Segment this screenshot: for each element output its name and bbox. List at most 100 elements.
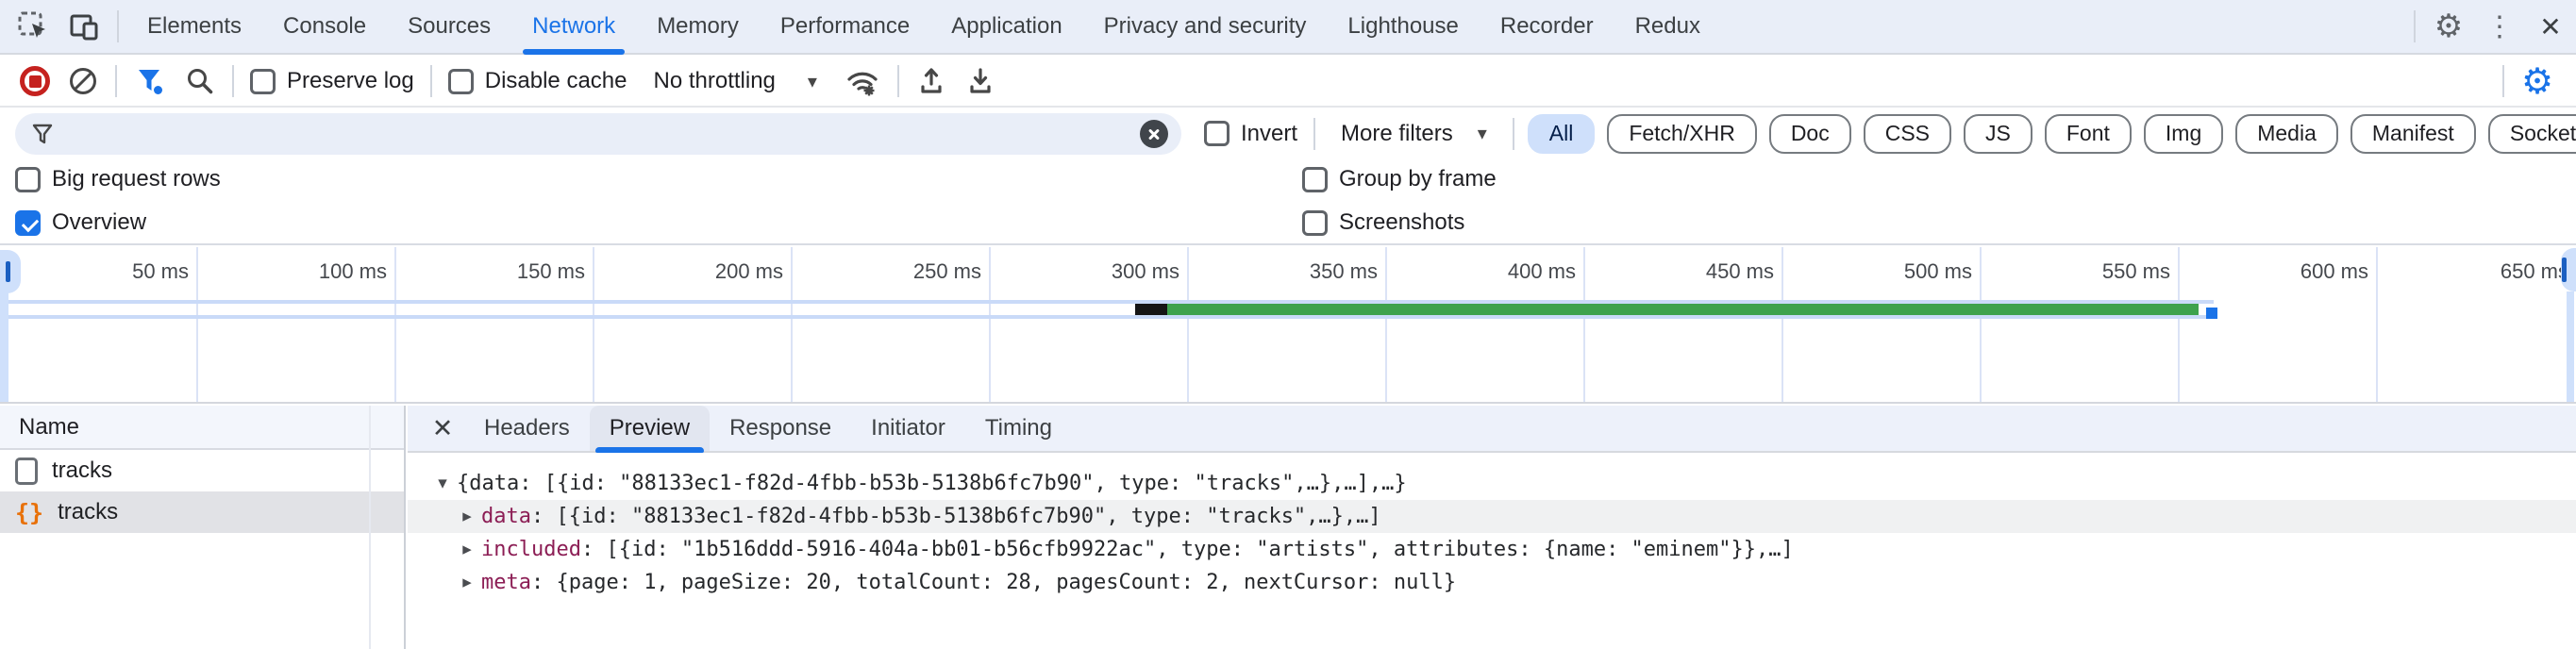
divider (896, 65, 899, 97)
detail-tab-headers[interactable]: Headers (484, 415, 570, 441)
table-row-selected[interactable]: {} tracks (0, 491, 404, 533)
name-column-header[interactable]: Name (0, 406, 404, 450)
filter-input[interactable] (66, 120, 1140, 147)
disable-cache-checkbox[interactable]: Disable cache (447, 68, 627, 94)
close-devtools-icon[interactable]: ✕ (2539, 11, 2562, 42)
tick-label: 250 ms (793, 247, 991, 402)
chip-media[interactable]: Media (2235, 113, 2338, 154)
selection-band-bottom (0, 315, 2214, 319)
request-name: tracks (58, 499, 119, 524)
checkbox-unchecked[interactable] (1204, 121, 1229, 146)
clear-filter-icon[interactable] (1140, 119, 1168, 148)
tree-row-root[interactable]: ▾{data: [{id: "88133ec1-f82d-4fbb-b53b-5… (408, 467, 2576, 500)
tab-performance[interactable]: Performance (779, 13, 911, 39)
big-request-rows-label: Big request rows (52, 166, 221, 191)
chip-socket[interactable]: Socket (2487, 113, 2576, 154)
filter-toggle-button[interactable] (133, 64, 167, 98)
network-bottom-split: Name tracks {} tracks ✕ Headers Preview … (0, 406, 2576, 649)
table-row[interactable]: tracks (0, 450, 404, 491)
network-toolbar: Preserve log Disable cache No throttling… (0, 57, 2576, 108)
tick-label: 200 ms (594, 247, 793, 402)
tab-console[interactable]: Console (283, 13, 367, 39)
network-settings-gear-icon[interactable]: ⚙ (2520, 61, 2554, 102)
tab-elements[interactable]: Elements (147, 13, 243, 39)
tick-label: 650 ms (2500, 259, 2568, 283)
chip-js[interactable]: JS (1964, 113, 2032, 154)
divider (2502, 65, 2504, 97)
request-bar-black-segment (1135, 304, 1167, 315)
triangle-collapsed-icon[interactable]: ▸ (462, 573, 472, 592)
more-filters-label: More filters (1341, 120, 1453, 146)
clear-network-log-button[interactable] (67, 65, 99, 97)
preserve-log-checkbox[interactable]: Preserve log (250, 68, 414, 94)
chip-font[interactable]: Font (2044, 113, 2132, 154)
tab-redux[interactable]: Redux (1634, 13, 1700, 39)
window-left-drag-handle[interactable] (0, 250, 21, 293)
har-export-icon[interactable] (964, 65, 996, 97)
checkbox-unchecked[interactable] (250, 68, 276, 94)
chip-css[interactable]: CSS (1863, 113, 1952, 154)
tree-row-meta[interactable]: ▸ meta: {page: 1, pageSize: 20, totalCoun… (408, 566, 2576, 599)
chip-all[interactable]: All (1527, 113, 1596, 154)
triangle-collapsed-icon[interactable]: ▸ (462, 540, 472, 559)
settings-gear-icon[interactable]: ⚙ (2434, 8, 2464, 44)
chip-img[interactable]: Img (2143, 113, 2224, 154)
big-request-rows-checkbox[interactable] (15, 166, 41, 192)
screenshots-checkbox[interactable] (1302, 209, 1328, 236)
tree-row-included[interactable]: ▸included: [{id: "1b516ddd-5916-404a-bb0… (408, 533, 2576, 566)
detail-tab-initiator[interactable]: Initiator (871, 415, 945, 441)
record-icon (20, 66, 50, 96)
chip-fetch-xhr[interactable]: Fetch/XHR (1607, 113, 1757, 154)
main-tab-bar: Elements Console Sources Network Memory … (0, 0, 2576, 55)
request-detail-panel: ✕ Headers Preview Response Initiator Tim… (408, 406, 2576, 649)
har-import-icon[interactable] (915, 65, 947, 97)
triangle-expanded-icon[interactable]: ▾ (438, 474, 447, 493)
chip-doc[interactable]: Doc (1768, 113, 1851, 154)
more-filters-select[interactable]: More filters ▾ (1331, 121, 1497, 147)
tick-label: 100 ms (198, 247, 396, 402)
file-icon (15, 457, 38, 485)
group-by-frame-checkbox[interactable] (1302, 166, 1328, 192)
request-table: Name tracks {} tracks (0, 406, 406, 649)
filter-input-pill[interactable] (15, 112, 1181, 155)
divider (2414, 10, 2416, 42)
close-detail-icon[interactable]: ✕ (431, 413, 454, 442)
tab-sources[interactable]: Sources (408, 13, 492, 39)
record-network-log-button[interactable] (20, 66, 50, 96)
network-conditions-icon[interactable] (844, 64, 881, 98)
tab-privacy-and-security[interactable]: Privacy and security (1103, 13, 1307, 39)
tree-key: meta (481, 571, 531, 594)
preserve-log-label: Preserve log (287, 68, 414, 93)
tick-label: 300 ms (991, 247, 1189, 402)
inspect-element-icon[interactable] (8, 1, 59, 52)
tree-row-text: : [{id: "88133ec1-f82d-4fbb-b53b-5138b6f… (530, 505, 1381, 528)
window-right-drag-handle[interactable] (2561, 248, 2576, 291)
tree-key: data (481, 505, 531, 528)
tree-row-text: : [{id: "1b516ddd-5916-404a-bb01-b56cfb9… (580, 538, 1794, 561)
invert-checkbox[interactable]: Invert (1204, 121, 1297, 147)
tab-application[interactable]: Application (951, 13, 1062, 39)
network-overview-timeline[interactable]: 50 ms 100 ms 150 ms 200 ms 250 ms 300 ms… (0, 247, 2576, 404)
kebab-menu-icon[interactable]: ⋮ (2485, 10, 2514, 42)
tab-lighthouse[interactable]: Lighthouse (1347, 13, 1459, 39)
tree-row-data[interactable]: ▸ data: [{id: "88133ec1-f82d-4fbb-b53b-51… (408, 500, 2576, 533)
chip-manifest[interactable]: Manifest (2350, 113, 2476, 154)
checkbox-unchecked[interactable] (447, 68, 474, 94)
throttling-select[interactable]: No throttling ▾ (644, 68, 826, 94)
tab-recorder[interactable]: Recorder (1499, 13, 1594, 39)
window-left-edge (0, 293, 8, 402)
triangle-collapsed-icon[interactable]: ▸ (462, 507, 472, 526)
column-divider[interactable] (369, 406, 371, 649)
tab-memory[interactable]: Memory (657, 13, 739, 39)
device-toolbar-icon[interactable] (59, 1, 109, 52)
overview-checkbox[interactable] (15, 209, 41, 236)
detail-tab-response[interactable]: Response (729, 415, 832, 441)
detail-tab-preview[interactable]: Preview (589, 406, 711, 453)
tab-network[interactable]: Network (511, 0, 636, 55)
tree-row-text: : {page: 1, pageSize: 20, totalCount: 28… (530, 571, 1457, 594)
search-icon[interactable] (184, 65, 216, 97)
filter-bar: Invert More filters ▾ All Fetch/XHR Doc … (0, 109, 2576, 158)
detail-tab-timing[interactable]: Timing (984, 415, 1052, 441)
detail-tab-bar: ✕ Headers Preview Response Initiator Tim… (408, 406, 2576, 453)
